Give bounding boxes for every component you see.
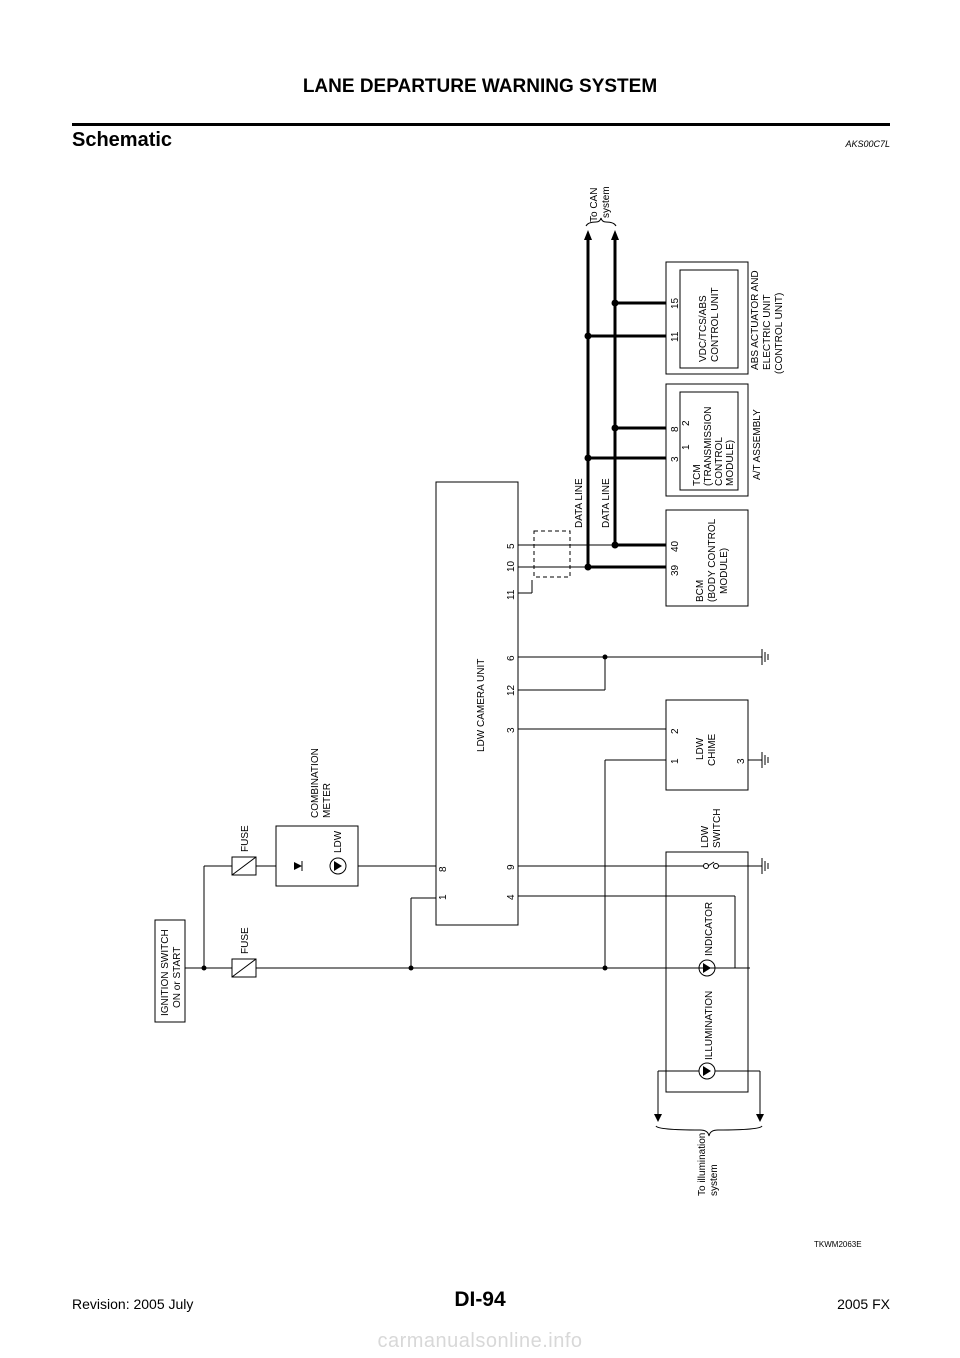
to-can-label-1: To CAN (589, 188, 600, 222)
chime-label-1: LDW (695, 737, 706, 760)
footer-revision: Revision: 2005 July (72, 1296, 194, 1312)
section-code: AKS00C7L (845, 139, 890, 149)
at-assembly-label: A/T ASSEMBLY (752, 409, 763, 480)
pin-label: 9 (506, 864, 517, 870)
chime-label-2: CHIME (707, 733, 718, 766)
bcm-module: BCM (BODY CONTROL MODULE) 39 40 (665, 509, 749, 607)
fuse-upper: FUSE (231, 825, 257, 876)
fuse-lower: FUSE (231, 927, 257, 978)
footer-page-number: DI-94 (454, 1288, 506, 1311)
header-rule (72, 123, 890, 126)
illumination-label: ILLUMINATION (704, 991, 715, 1060)
bcm-label-3: MODULE) (719, 548, 730, 594)
pin-label: 2 (681, 420, 692, 426)
pin-label: 2 (670, 728, 681, 734)
combination-meter-label-1: COMBINATION (310, 748, 321, 818)
tcm-label-2: (TRANSMISSION (703, 407, 714, 486)
to-illumination-label-2: system (709, 1164, 720, 1196)
watermark: carmanualsonline.info (377, 1330, 583, 1352)
ldw-camera-unit: LDW CAMERA UNIT 8 1 9 4 3 12 6 11 10 5 (435, 481, 519, 926)
pin-label: 39 (670, 564, 681, 576)
page-header-title: LANE DEPARTURE WARNING SYSTEM (302, 76, 658, 97)
bcm-label-1: BCM (695, 580, 706, 602)
to-illumination-label-1: To illumination (697, 1133, 708, 1196)
pin-label: 15 (670, 297, 681, 309)
pin-label: 4 (506, 894, 517, 900)
tcm-label-1: TCM (692, 464, 703, 486)
led-icon (329, 857, 347, 875)
bcm-label-2: (BODY CONTROL (707, 518, 718, 602)
indicator-led-icon (698, 959, 716, 977)
ignition-label-1: IGNITION SWITCH (160, 929, 171, 1016)
pin-label: 3 (736, 758, 747, 764)
pin-label: 1 (670, 758, 681, 764)
abs-label-1: ABS ACTUATOR AND (750, 270, 761, 370)
pin-label: 6 (506, 655, 517, 661)
indicator-label: INDICATOR (704, 902, 715, 956)
fuse-lower-label: FUSE (240, 927, 251, 954)
pin-label: 10 (506, 560, 517, 572)
pin-label: 3 (670, 456, 681, 462)
fuse-upper-label: FUSE (240, 825, 251, 852)
pin-label: 11 (506, 589, 517, 600)
tcm-label-3: CONTROL (714, 437, 725, 486)
diode-icon (294, 862, 302, 870)
twisted-pair-shield (533, 530, 571, 578)
ldw-chime: LDW CHIME 1 2 3 (665, 699, 749, 791)
at-assembly: A/T ASSEMBLY TCM (TRANSMISSION CONTROL M… (665, 383, 763, 497)
pin-label: 5 (506, 543, 517, 549)
ignition-label-2: ON or START (172, 947, 183, 1008)
abs-label-3: (CONTROL UNIT) (774, 293, 785, 374)
to-can-label-2: system (601, 186, 612, 218)
tcm-label-4: MODULE) (725, 440, 736, 486)
pin-label: 1 (438, 894, 449, 900)
ldw-switch: LDW SWITCH INDICATOR ILLUMINATION (665, 809, 749, 1093)
pin-label: 1 (681, 444, 692, 450)
data-line-label-1: DATA LINE (574, 478, 585, 528)
pin-label: 11 (670, 331, 681, 342)
ignition-switch: IGNITION SWITCH ON or START (154, 919, 186, 1023)
switch-label-1: LDW (700, 825, 711, 848)
camera-unit-label: LDW CAMERA UNIT (476, 659, 487, 752)
section-title: Schematic (72, 129, 173, 151)
figure-code: TKWM2063E (814, 1240, 862, 1249)
vdc-label-2: CONTROL UNIT (710, 287, 721, 362)
abs-label-2: ELECTRIC UNIT (762, 294, 773, 370)
vdc-label-1: VDC/TCS/ABS (698, 295, 709, 362)
pin-label: 8 (670, 426, 681, 432)
pin-label: 12 (506, 684, 517, 696)
pin-label: 8 (438, 866, 449, 872)
ldw-lamp-label: LDW (333, 830, 344, 853)
pin-label: 3 (506, 727, 517, 733)
combination-meter-label-2: METER (322, 783, 333, 818)
switch-label-2: SWITCH (712, 809, 723, 848)
pin-label: 40 (670, 540, 681, 552)
footer-model: 2005 FX (837, 1296, 890, 1312)
combination-meter: COMBINATION METER LDW (275, 748, 359, 887)
abs-actuator: ABS ACTUATOR AND ELECTRIC UNIT (CONTROL … (665, 261, 785, 375)
data-line-label-2: DATA LINE (601, 478, 612, 528)
